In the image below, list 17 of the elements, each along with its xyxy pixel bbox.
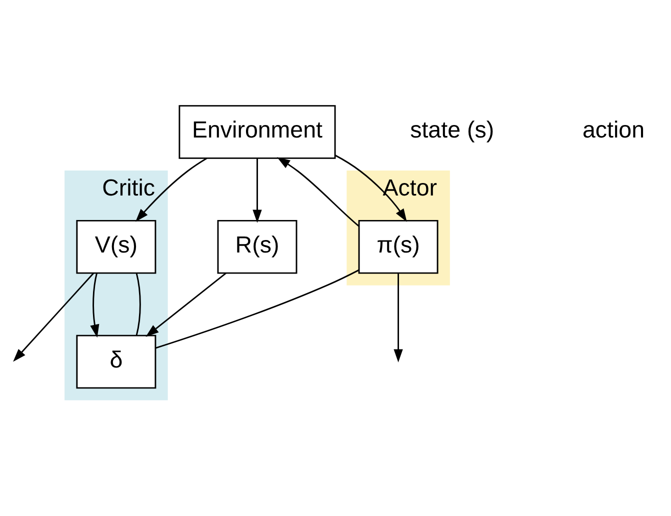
arrow — [276, 156, 360, 226]
arrow — [135, 157, 208, 222]
node-box: V(s) — [76, 219, 156, 274]
arrow — [252, 158, 262, 222]
arrow — [334, 154, 407, 222]
connector — [136, 272, 141, 336]
node-box: Environment — [178, 104, 336, 158]
node-box: δ — [76, 334, 156, 388]
connector — [155, 268, 360, 348]
node-box: π(s) — [358, 219, 438, 274]
arrow — [146, 272, 226, 336]
label: state (s) — [410, 116, 494, 142]
arrow — [394, 272, 403, 362]
arrow — [90, 272, 100, 338]
node-box: R(s) — [217, 219, 298, 274]
label: action — [582, 116, 645, 142]
arrow — [13, 272, 94, 362]
